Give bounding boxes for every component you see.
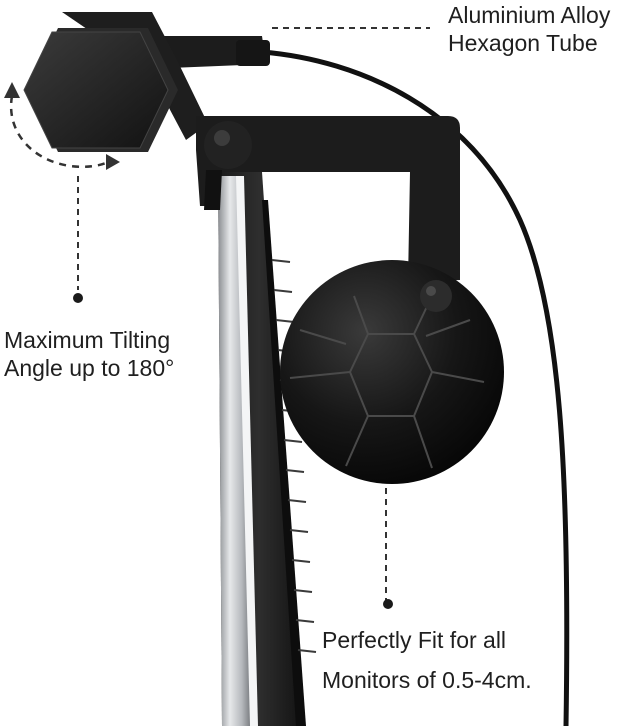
hexagon-tube-label: Aluminium Alloy Hexagon Tube <box>448 1 610 57</box>
tilt-angle-label: Maximum Tilting Angle up to 180° <box>4 326 174 382</box>
camera-ball-icon <box>280 260 504 484</box>
tilt-pointer-dot <box>73 293 83 303</box>
monitor-edge-icon <box>218 172 317 726</box>
rotate-arrow-icon <box>9 95 109 169</box>
hexagon-tube-icon <box>23 28 178 152</box>
hexagon-tube-label-line2: Hexagon Tube <box>448 30 598 56</box>
tilt-angle-label-line1: Maximum Tilting <box>4 327 171 353</box>
fit-pointer-dot <box>383 599 393 609</box>
mount-bracket <box>62 12 460 282</box>
cable <box>259 49 570 726</box>
monitor-fit-label-line2: Monitors of 0.5-4cm. <box>322 667 532 693</box>
monitor-fit-label: Perfectly Fit for all Monitors of 0.5-4c… <box>322 620 532 700</box>
guide-lines <box>77 27 430 600</box>
tilt-angle-label-line2: Angle up to 180° <box>4 355 175 381</box>
monitor-fit-label-line1: Perfectly Fit for all <box>322 627 507 653</box>
hexagon-tube-label-line1: Aluminium Alloy <box>448 2 611 28</box>
